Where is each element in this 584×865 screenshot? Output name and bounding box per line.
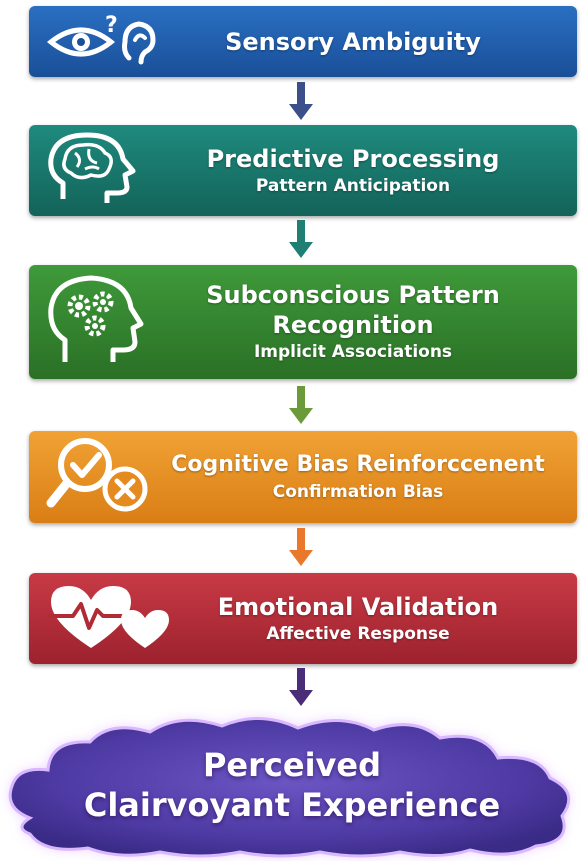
outcome-line2: Clairvoyant Experience xyxy=(83,785,501,824)
step-subtitle: Confirmation Bias xyxy=(272,482,444,502)
step-text: Cognitive Bias Reinforccenent Confirmati… xyxy=(149,431,567,523)
step-title-line1: Subconscious Pattern xyxy=(206,281,500,309)
svg-text:?: ? xyxy=(105,13,118,38)
magnifier-check-x-icon xyxy=(43,433,163,521)
flow-arrow xyxy=(289,668,313,708)
step-text: Predictive Processing Pattern Anticipati… xyxy=(159,125,547,216)
heartbeat-heart-icon xyxy=(43,582,173,656)
step-cognitive-bias-reinforcement: Cognitive Bias Reinforccenent Confirmati… xyxy=(29,431,577,523)
step-text: Sensory Ambiguity xyxy=(159,6,547,77)
eye-ear-question-icon: ? xyxy=(43,12,163,72)
step-subtitle: Pattern Anticipation xyxy=(255,175,451,196)
flow-arrow xyxy=(289,82,313,122)
step-emotional-validation: Emotional Validation Affective Response xyxy=(29,573,577,664)
outcome-line1: Perceived xyxy=(202,745,382,784)
step-title: Predictive Processing xyxy=(206,144,500,173)
step-title: Cognitive Bias Reinforccenent xyxy=(171,452,545,477)
head-gears-icon xyxy=(43,272,153,372)
outcome-cloud: Perceived Clairvoyant Experience xyxy=(0,708,584,861)
step-title: Sensory Ambiguity xyxy=(225,27,481,56)
step-text: Subconscious Pattern Recognition Implici… xyxy=(159,265,547,379)
step-sensory-ambiguity: ? Sensory Ambiguity xyxy=(29,6,577,77)
step-subtitle: Affective Response xyxy=(266,623,450,644)
step-title-line2: Recognition xyxy=(272,311,434,339)
brain-head-icon xyxy=(43,129,153,213)
flow-arrow xyxy=(289,220,313,260)
step-predictive-processing: Predictive Processing Pattern Anticipati… xyxy=(29,125,577,216)
step-subconscious-pattern-recognition: Subconscious Pattern Recognition Implici… xyxy=(29,265,577,379)
step-subtitle: Implicit Associations xyxy=(253,342,453,362)
step-title: Emotional Validation xyxy=(217,592,499,621)
outcome-text: Perceived Clairvoyant Experience xyxy=(0,708,584,861)
cloud-shape xyxy=(8,716,571,858)
flow-arrow xyxy=(289,528,313,568)
flow-arrow xyxy=(289,386,313,426)
step-text: Emotional Validation Affective Response xyxy=(159,573,557,664)
